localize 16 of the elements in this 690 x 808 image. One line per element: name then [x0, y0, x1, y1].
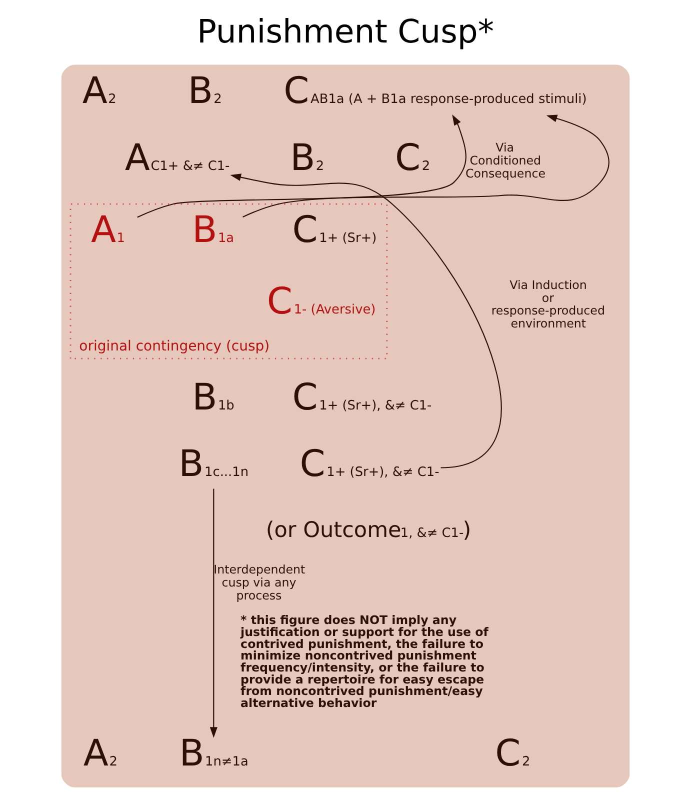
diagram-title: Punishment Cusp*: [196, 12, 494, 51]
arrow: [242, 114, 609, 218]
edge-label: Interdependent cusp via any process: [213, 562, 305, 602]
cluster: [60, 64, 630, 788]
label: * this figure does NOT imply any justification or support for the use of contrived punishment, the failure to minimize noncontrived punishment frequency/intensity, or the failure to provide a repertoire for easy escape from noncontrived punishment/easy alternative behavior: [240, 613, 488, 710]
label: A2: [82, 69, 116, 112]
label: A2: [82, 732, 117, 775]
arrow: [230, 174, 501, 468]
arrow: [136, 114, 466, 218]
node-text: CAB1a (A + B1a response-produced stimuli): [283, 69, 586, 112]
edge-label: Via Conditioned Consequence: [465, 140, 545, 181]
arrow: [209, 488, 217, 738]
node-text: AC1+ &≠ C1-: [124, 136, 230, 179]
label: (or Outcome1, &≠ C1-): [265, 518, 471, 544]
node-text: A1: [90, 208, 125, 251]
edge-label: Via Induction or response-produced environment: [490, 278, 604, 331]
